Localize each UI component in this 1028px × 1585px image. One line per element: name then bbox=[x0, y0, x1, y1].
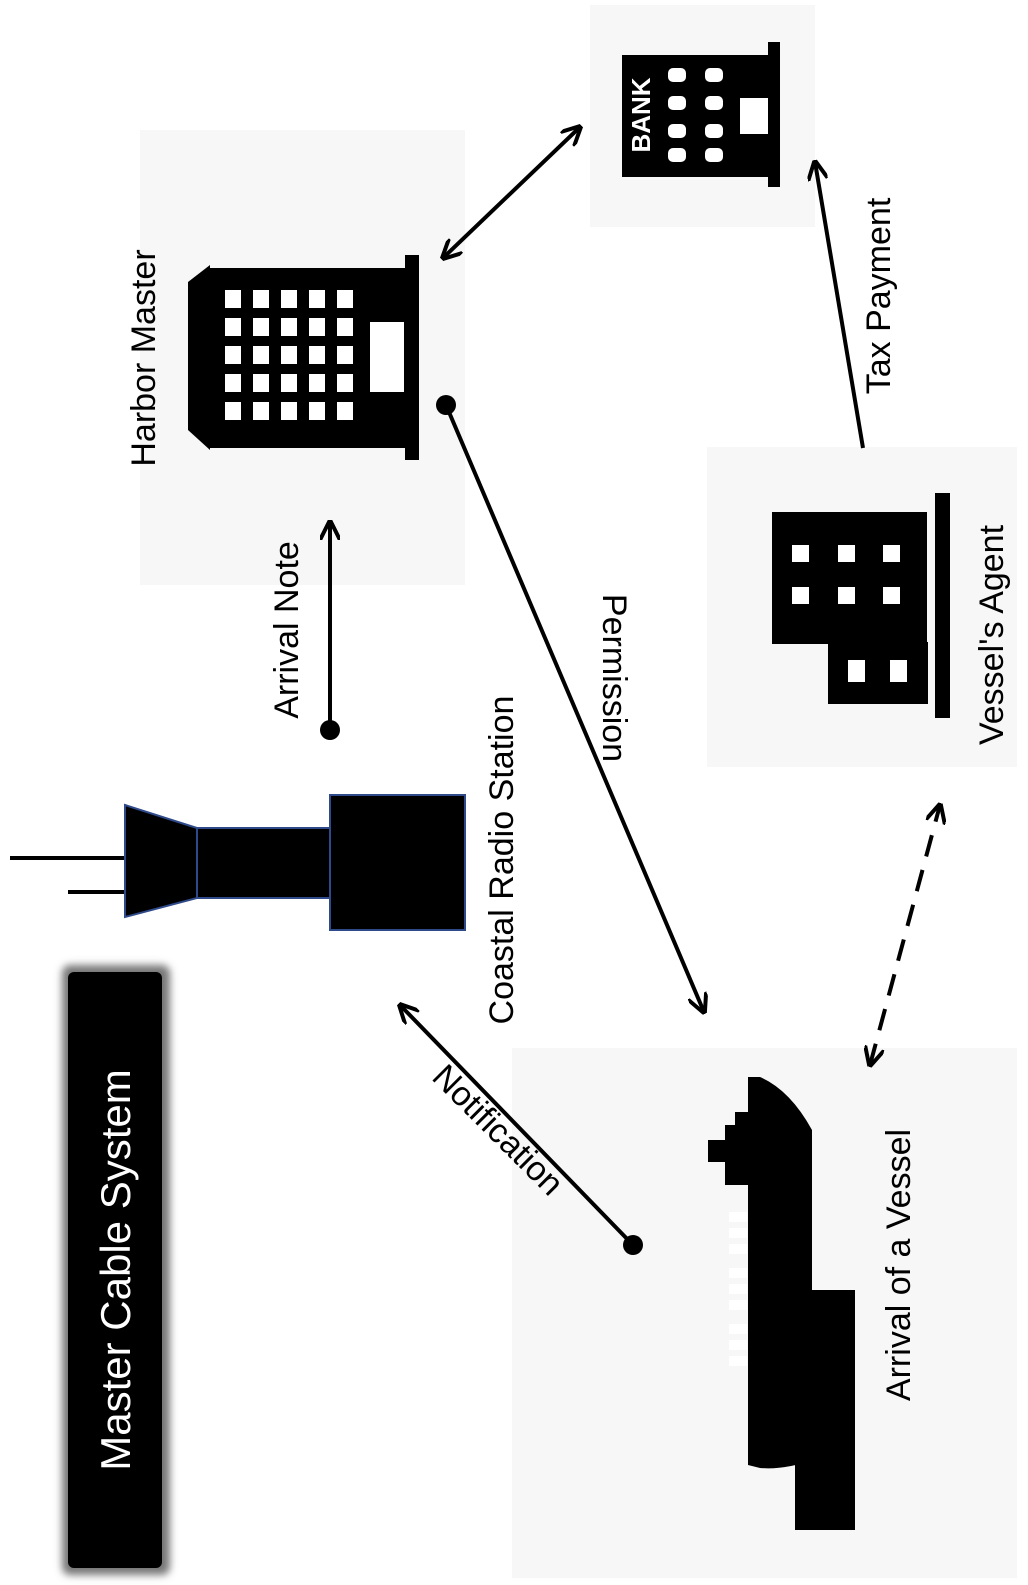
vessels-agent-icon bbox=[707, 447, 1017, 767]
coastal-radio-station-label: Coastal Radio Station bbox=[483, 696, 521, 1025]
radio-tower-icon bbox=[10, 794, 466, 931]
harbor-master-icon bbox=[140, 130, 465, 585]
permission-label: Permission bbox=[595, 594, 633, 762]
tax-payment-label: Tax Payment bbox=[860, 197, 898, 394]
permission-arrow bbox=[436, 395, 704, 1012]
notification-arrow bbox=[400, 1005, 643, 1255]
title-text: Master Cable System bbox=[92, 1069, 139, 1470]
vessel-icon bbox=[512, 1048, 1017, 1578]
tax-payment-arrow bbox=[815, 162, 865, 449]
bank-label: BANK bbox=[626, 77, 656, 152]
title-box: Master Cable System bbox=[62, 965, 170, 1575]
vessel-agent-dashed-arrow bbox=[870, 805, 940, 1065]
bank-icon: BANK bbox=[590, 5, 815, 227]
harbor-master-label: Harbor Master bbox=[125, 249, 163, 466]
arrival-note-label: Arrival Note bbox=[268, 541, 306, 719]
arrival-note-arrow bbox=[320, 522, 340, 740]
harbor-bank-double-arrow bbox=[443, 127, 580, 258]
vessels-agent-label: Vessel's Agent bbox=[973, 524, 1011, 745]
arrival-of-vessel-label: Arrival of a Vessel bbox=[880, 1129, 918, 1401]
